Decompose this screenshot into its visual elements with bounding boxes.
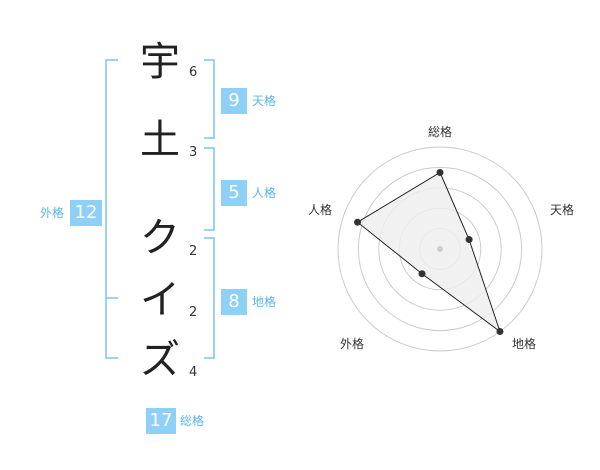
gaikaku-value: 12	[70, 200, 102, 226]
radar-point-4	[418, 270, 426, 278]
jinkaku-value: 5	[221, 180, 247, 206]
radar-axis-label-soukaku: 総格	[428, 125, 453, 139]
gaikaku-bracket	[105, 59, 118, 359]
tenkaku-label: 天格	[252, 94, 277, 108]
radar-point-1	[436, 169, 444, 176]
stroke-count-4: 2	[189, 305, 198, 320]
radar-center-dot	[437, 246, 443, 252]
name-char-3: ク	[140, 215, 180, 261]
stroke-count-1: 6	[189, 65, 198, 80]
radar-axis-label-jinkaku: 人格	[308, 203, 333, 217]
radar-polygon	[356, 171, 501, 333]
radar-point-2	[465, 236, 473, 244]
chikaku-value: 8	[221, 289, 247, 315]
name-char-4: イ	[140, 277, 180, 323]
chikaku-bracket	[204, 237, 215, 359]
name-char-5: ズ	[140, 337, 180, 383]
tenkaku-value: 9	[221, 88, 247, 114]
soukaku-label: 総格	[180, 414, 205, 428]
radar-axis-label-chikaku: 地格	[512, 337, 537, 351]
radar-axis-label-tenkaku: 天格	[550, 203, 575, 217]
gaikaku-label: 外格	[40, 206, 65, 220]
jinkaku-label: 人格	[252, 186, 277, 200]
stroke-count-3: 2	[189, 244, 198, 259]
name-char-1: 宇	[140, 39, 180, 85]
radar-ring	[357, 166, 523, 332]
name-char-2: 土	[140, 117, 180, 163]
soukaku-value: 17	[146, 408, 176, 434]
radar-point-5	[354, 218, 362, 226]
radar-ring	[337, 146, 543, 352]
radar-axis-label-gaikaku: 外格	[340, 337, 365, 351]
tenkaku-bracket	[204, 59, 215, 139]
stroke-count-5: 4	[189, 365, 198, 380]
radar-point-3	[496, 328, 504, 336]
jinkaku-bracket	[204, 147, 215, 231]
chikaku-label: 地格	[252, 295, 277, 309]
stroke-count-2: 3	[189, 145, 198, 160]
